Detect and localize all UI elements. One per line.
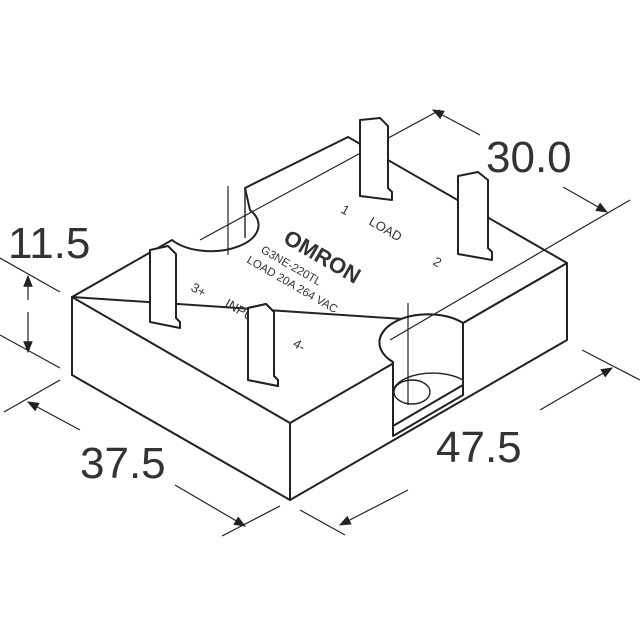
terminal-1 [359, 117, 393, 201]
relay-body [71, 136, 568, 501]
right-mounting-slot [378, 313, 464, 427]
terminal-4-front [247, 303, 279, 387]
length-dimension: 47.5 [436, 423, 522, 472]
slot-floor-edge [392, 372, 464, 396]
dimension-lines [0, 109, 640, 537]
terminal-spacing-dimension: 30.0 [486, 133, 572, 182]
centerlines [199, 109, 631, 405]
width-dimension: 37.5 [80, 439, 166, 488]
terminal-3-label: 3+ [189, 280, 209, 300]
mounting-hole [393, 379, 431, 405]
height-dimension: 11.5 [8, 219, 90, 268]
terminal-3 [149, 245, 181, 329]
terminal-2 [457, 171, 493, 261]
terminal-4-label: 4- [291, 336, 309, 355]
